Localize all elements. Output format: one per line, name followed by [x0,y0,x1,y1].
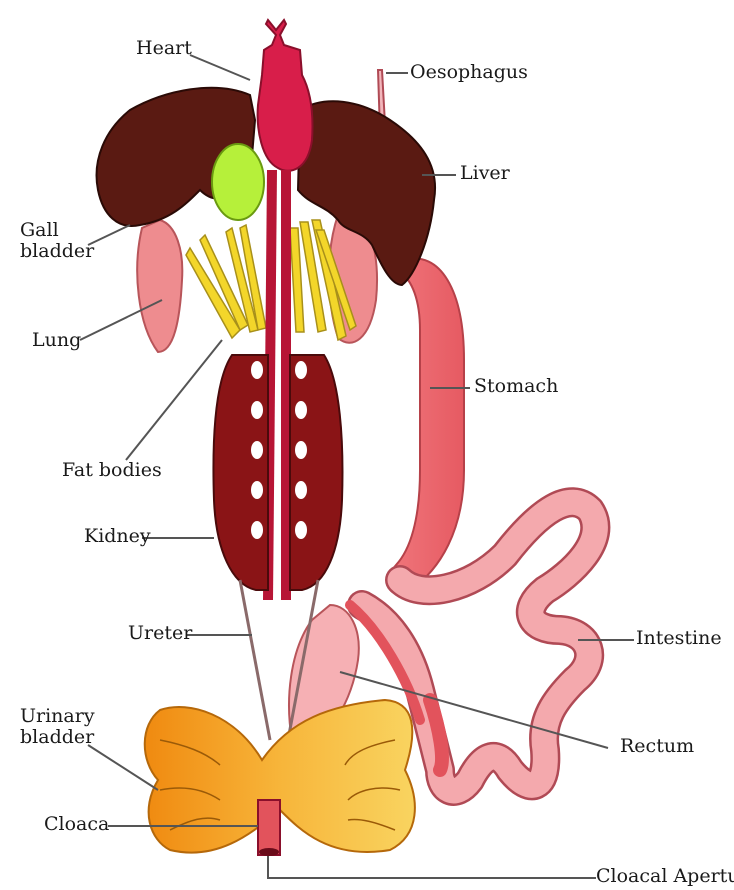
label-rectum: Rectum [620,736,694,757]
fat-bodies-left [186,225,266,338]
stomach [387,258,464,594]
label-cloaca: Cloaca [44,814,109,835]
label-heart: Heart [136,38,192,59]
label-gall-bladder-line1: Gall [20,220,94,241]
label-intestine: Intestine [636,628,722,649]
label-lung: Lung [32,330,81,351]
cloaca [258,800,280,856]
lung-left [137,220,182,352]
label-stomach: Stomach [474,376,558,397]
label-kidney: Kidney [84,526,151,547]
gall-bladder [212,144,264,220]
label-gall-bladder: Gall bladder [20,220,94,262]
heart [258,20,313,171]
kidney-left [213,355,268,590]
label-liver: Liver [460,163,510,184]
dorsal-aorta [268,170,286,600]
label-fat-bodies: Fat bodies [62,460,162,481]
label-ureter: Ureter [128,623,192,644]
label-cloacal-aperture: Cloacal Aperture [596,866,734,887]
kidney-right [290,355,342,590]
label-oesophagus: Oesophagus [410,62,528,83]
label-urinary-bladder-line1: Urinary [20,706,95,727]
label-gall-bladder-line2: bladder [20,241,94,262]
label-urinary-bladder-line2: bladder [20,727,95,748]
label-urinary-bladder: Urinary bladder [20,706,95,748]
